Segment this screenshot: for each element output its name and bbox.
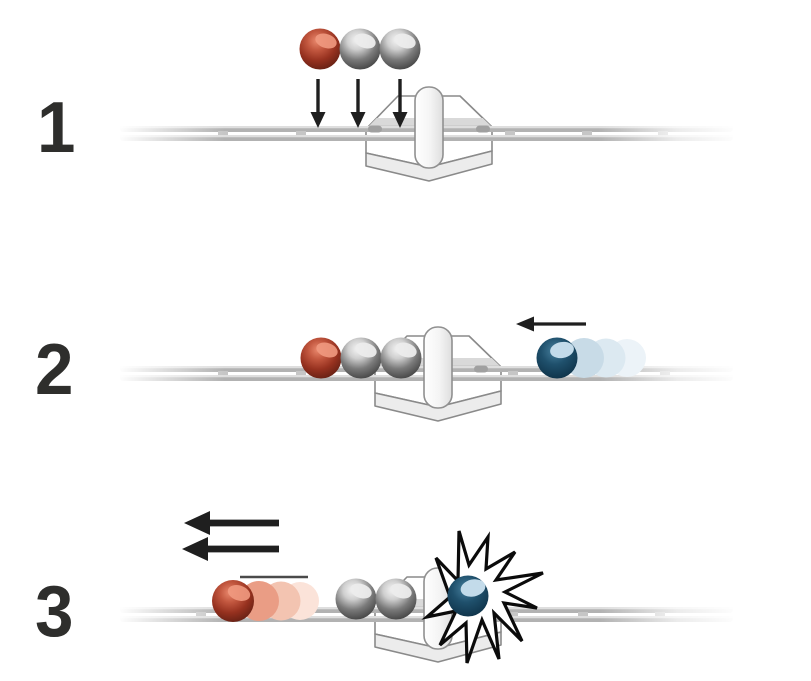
tile-capsule [423,326,453,409]
gray-ball-1 [339,28,381,70]
track-fade-right [600,599,740,631]
down-arrow-2 [350,79,366,128]
red-ball [299,28,341,70]
gray-ball-1 [340,337,382,379]
step-1-number: 1 [37,88,75,168]
blue-ball [536,337,578,379]
step-3-number: 3 [35,572,73,652]
step-2-number: 2 [35,330,73,410]
launch-arrow-1 [184,511,279,535]
tile-capsule [414,86,444,169]
down-arrow-3 [392,79,408,128]
step-1-graphic [118,28,740,182]
gray-ball-1 [335,578,377,620]
track-fade-right [598,118,740,150]
down-arrow-1 [310,79,326,128]
track-fade-left [118,599,225,631]
red-ball [300,337,342,379]
left-arrow [516,316,586,332]
blue-ball [447,575,489,617]
gray-ball-2 [379,28,421,70]
gray-ball-2 [380,337,422,379]
step-3-graphic [118,511,740,664]
launch-arrow-2 [182,537,279,561]
gray-ball-2 [375,578,417,620]
track-fade-left [118,118,225,150]
track-fade-left [118,358,225,390]
step-2-graphic [118,316,740,422]
red-ball [212,580,254,622]
